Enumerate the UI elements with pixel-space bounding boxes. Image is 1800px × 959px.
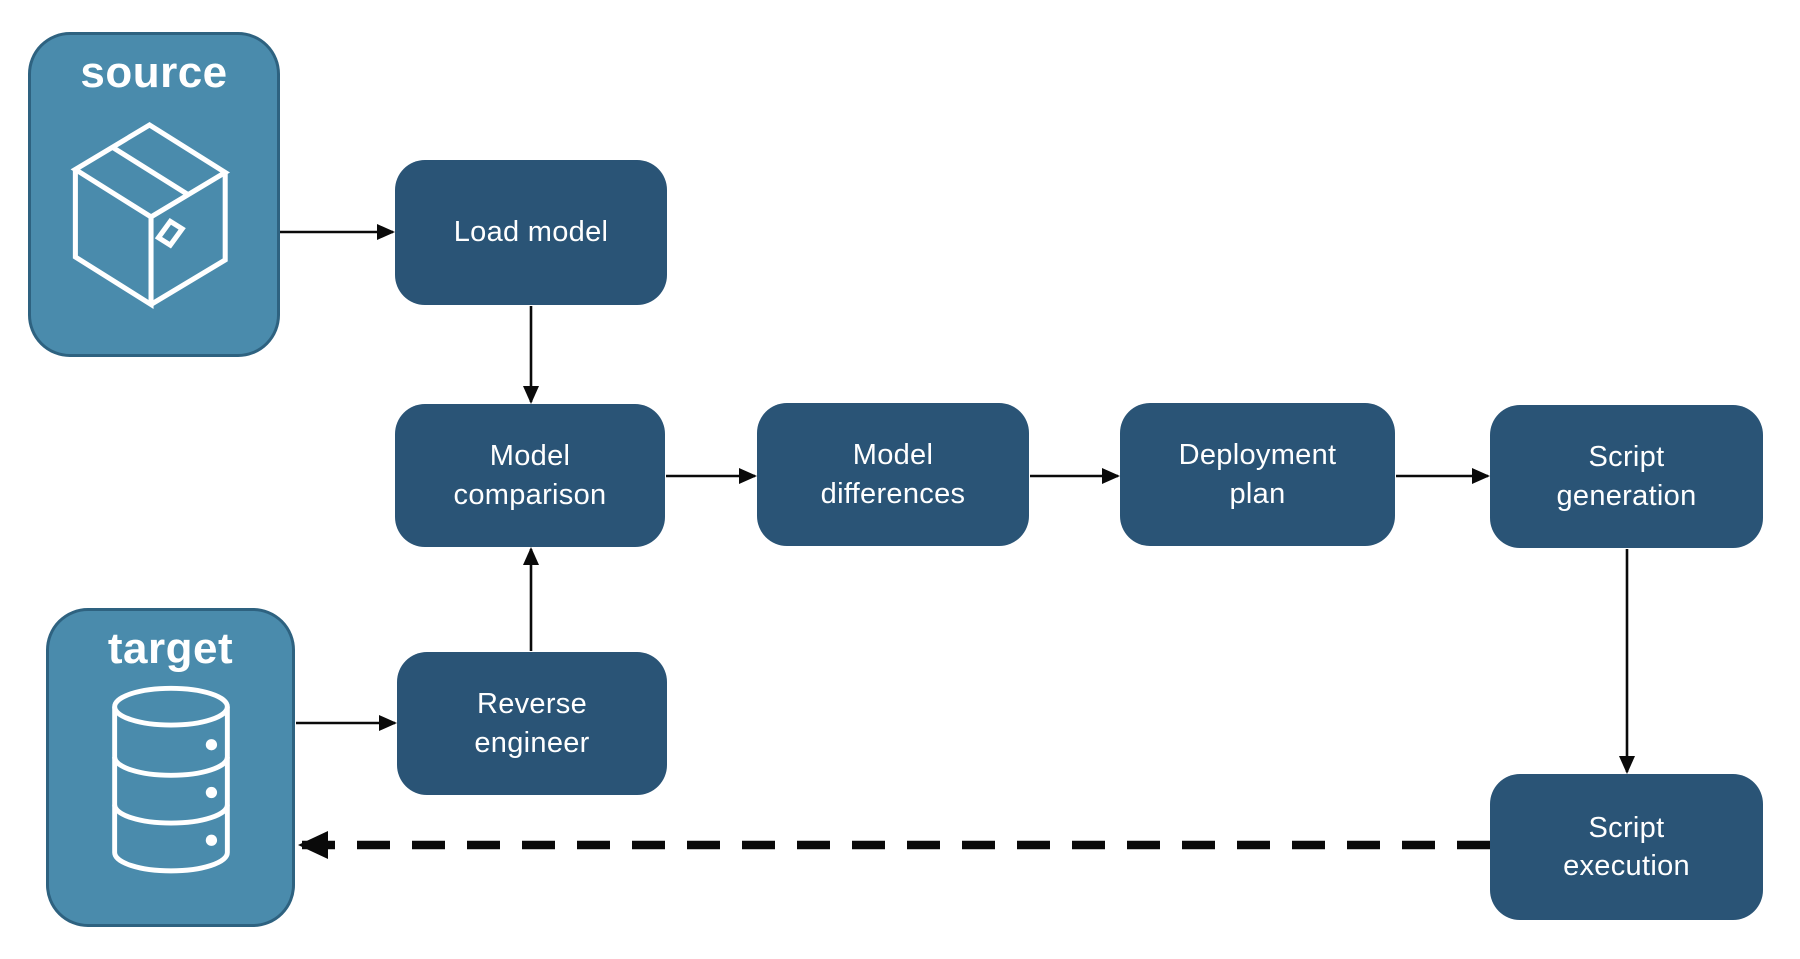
node-source: source (28, 32, 280, 357)
node-reverse-engineer: Reverse engineer (397, 652, 667, 795)
node-load-model: Load model (395, 160, 667, 305)
node-script-generation: Script generation (1490, 405, 1763, 548)
script-execution-label: Script execution (1563, 811, 1690, 882)
load-model-label: Load model (453, 216, 609, 249)
node-model-comparison: Model comparison (395, 404, 665, 547)
node-model-differences: Model differences (757, 403, 1029, 546)
package-icon (70, 122, 231, 310)
target-label: target (107, 624, 234, 673)
node-deployment-plan: Deployment plan (1120, 403, 1395, 546)
database-icon (111, 686, 230, 874)
source-label: source (80, 48, 228, 97)
reverse-engineer-label: Reverse engineer (474, 688, 590, 759)
model-differences-label: Model differences (820, 439, 966, 510)
node-script-execution: Script execution (1490, 774, 1763, 920)
script-generation-label: Script generation (1556, 441, 1697, 512)
deployment-plan-label: Deployment plan (1178, 439, 1337, 510)
node-target: target (46, 608, 295, 927)
model-comparison-label: Model comparison (453, 440, 607, 511)
